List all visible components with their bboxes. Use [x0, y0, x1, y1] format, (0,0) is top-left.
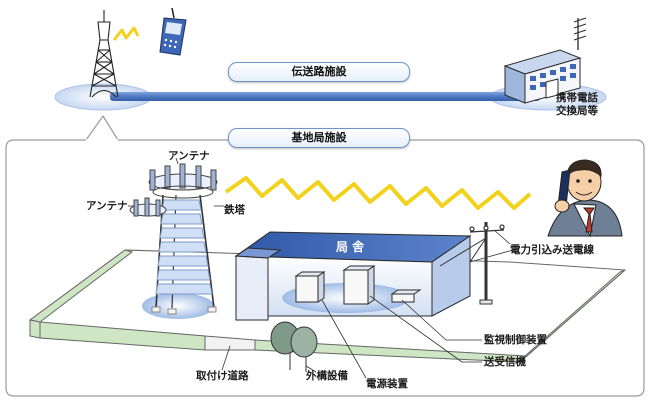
antenna-top-label: アンテナ: [168, 150, 210, 162]
transmission-line: [110, 92, 540, 101]
power-supply-label: 電源装置: [366, 378, 408, 390]
base-station-frame: [5, 139, 645, 397]
transceiver-label: 送受信機: [484, 356, 526, 368]
station-building: [234, 231, 472, 321]
radio-wave-large: [224, 176, 532, 210]
steel-tower: [142, 194, 217, 319]
station-building-label: 局 舎: [336, 240, 365, 254]
callout-pointer: [85, 115, 119, 141]
exchange-label-line1: 携帯電話: [556, 92, 598, 104]
transmission-facility-label: 伝送路施設: [228, 62, 410, 82]
access-road: [204, 335, 256, 351]
exchange-label-line2: 交換局等: [556, 105, 598, 117]
exchange-building-icon: [503, 17, 587, 104]
antenna-array-top: [148, 163, 218, 199]
exchange-label: 携帯電話 交換局等: [556, 92, 598, 118]
person-on-phone-icon: [547, 159, 623, 238]
radio-wave-small: [112, 26, 140, 41]
radio-tower-icon: [89, 10, 119, 98]
access-road-label: 取付け道路: [196, 370, 249, 382]
external-equipment-label: 外構設備: [306, 370, 348, 382]
power-line-label: 電力引込み送電線: [510, 244, 594, 256]
monitoring-device-label: 監視制御装置: [484, 334, 547, 346]
base-station-facility-label: 基地局施設: [228, 128, 410, 148]
tree-icon: [270, 321, 318, 372]
utility-pole-icon: [439, 222, 505, 305]
leader-lines: [128, 157, 521, 379]
steel-tower-label: 鉄塔: [224, 204, 245, 216]
antenna-array-side: [129, 197, 167, 217]
mobile-phone-icon: [159, 7, 187, 56]
antenna-side-label: アンテナ: [86, 200, 128, 212]
